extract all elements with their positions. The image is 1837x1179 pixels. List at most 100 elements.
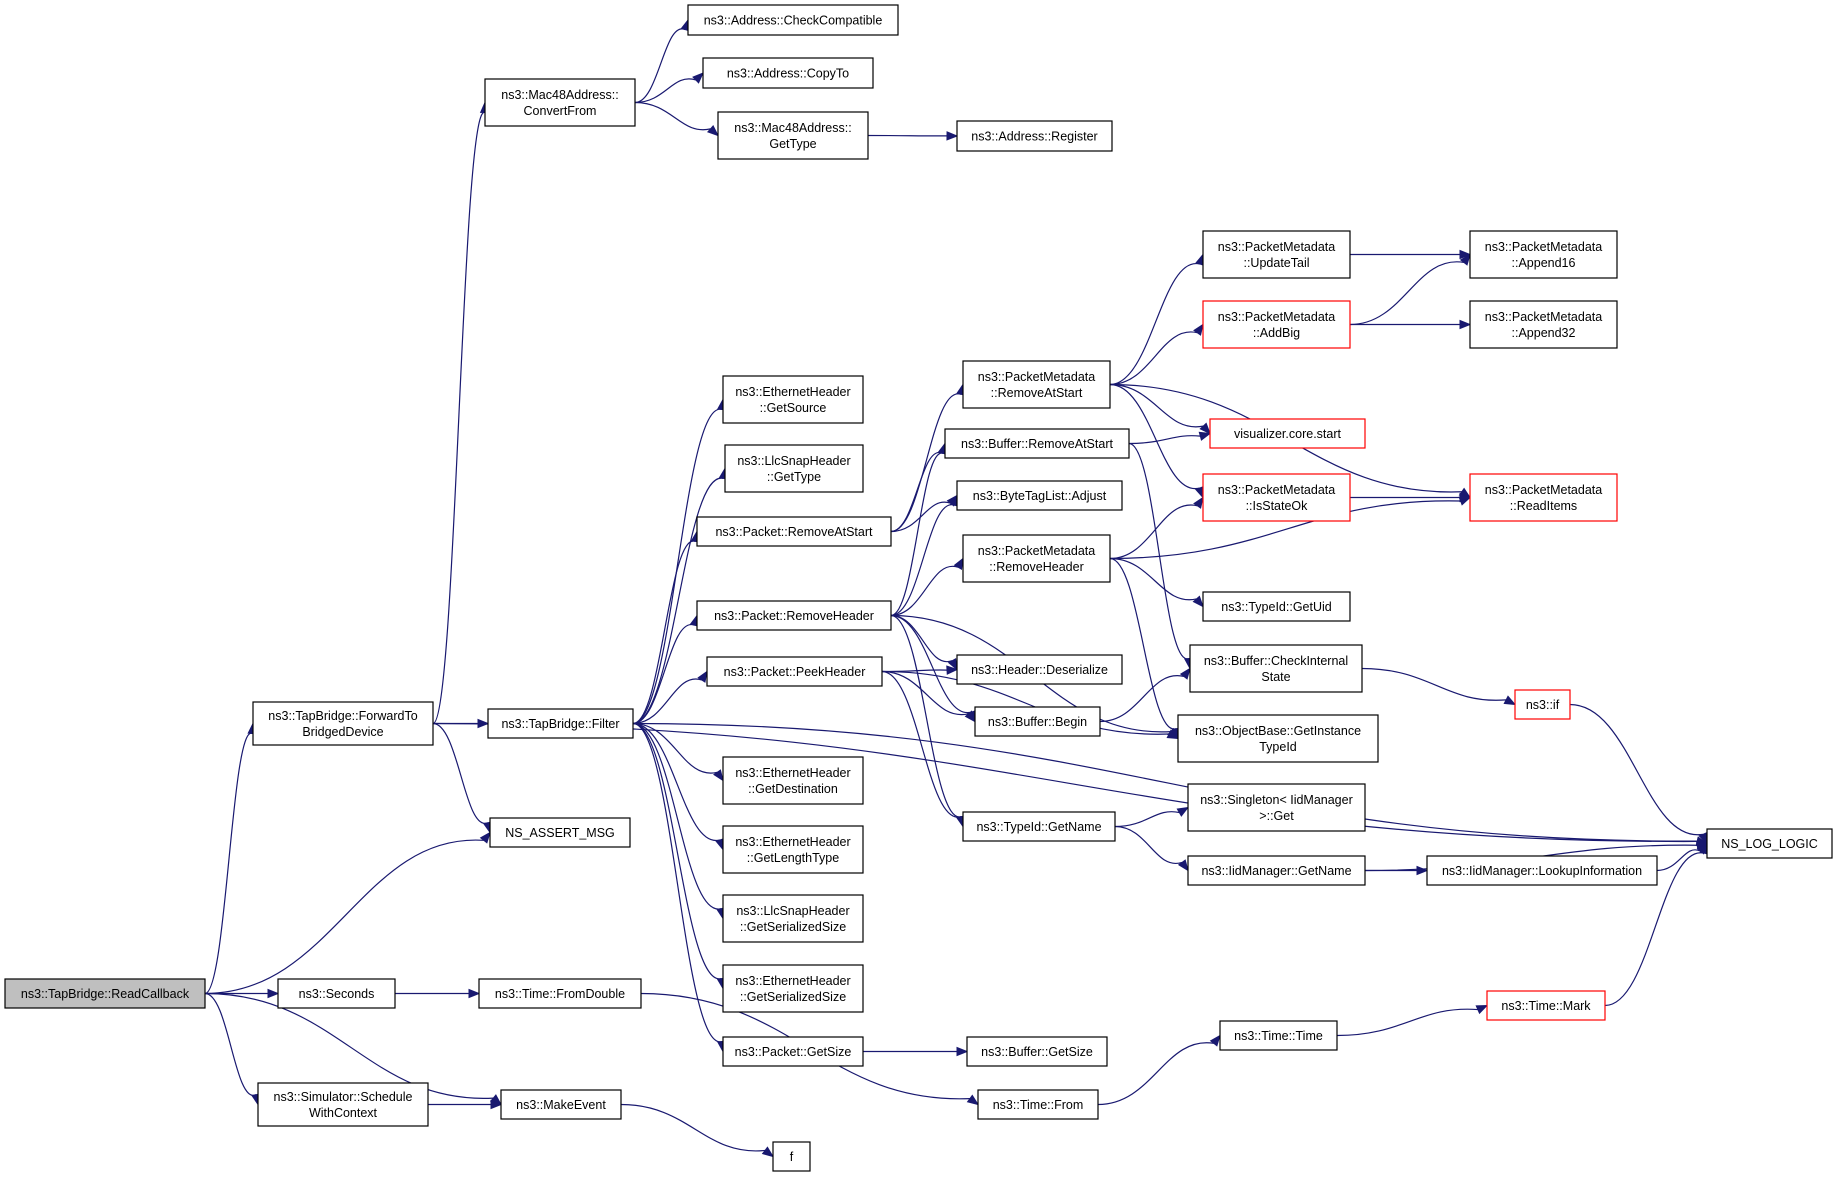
edge-line [1109,557,1177,730]
edge-pmremoveheader-to-pmisstateok [1109,496,1204,560]
graph-node-assertmsg[interactable]: NS_ASSERT_MSG [489,817,631,848]
node-label: visualizer.core.start [1234,427,1342,441]
graph-node-pmaddbig[interactable]: ns3::PacketMetadata::AddBig [1202,300,1351,349]
graph-node-pktgetsize[interactable]: ns3::Packet::GetSize [722,1036,864,1067]
graph-node-bytetagadjust[interactable]: ns3::ByteTagList::Adjust [956,480,1123,511]
graph-node-pktpeekheader[interactable]: ns3::Packet::PeekHeader [706,656,883,687]
graph-node-bufremoveatstart[interactable]: ns3::Buffer::RemoveAtStart [944,428,1130,459]
edge-line [1604,852,1705,1007]
node-label: ns3::Buffer::Begin [988,715,1087,729]
edge-pktpeekheader-to-objbasegetinst [881,670,1180,740]
node-label: ns3::TypeId::GetName [976,820,1101,834]
edge-line [632,678,702,725]
graph-node-fromdouble[interactable]: ns3::Time::FromDouble [478,978,642,1009]
edge-arrowhead [1166,729,1180,740]
edge-arrowhead [692,72,704,84]
edge-arrowhead [1459,319,1472,330]
graph-node-ethserial[interactable]: ns3::EthernetHeader::GetSerializedSize [722,964,864,1013]
graph-node-pmisstateok[interactable]: ns3::PacketMetadata::IsStateOk [1202,473,1351,522]
node-label: ::GetDestination [748,782,838,796]
graph-node-mac48convert[interactable]: ns3::Mac48Address::ConvertFrom [484,78,636,127]
graph-node-headerdeser[interactable]: ns3::Header::Deserialize [956,654,1123,685]
graph-node-readcallback[interactable]: ns3::TapBridge::ReadCallback [4,978,206,1009]
graph-node-pmremoveheader[interactable]: ns3::PacketMetadata::RemoveHeader [962,534,1111,583]
node-box [1706,828,1833,859]
edge-line [1109,383,1204,428]
edge-line [432,722,488,824]
node-box [966,1036,1108,1067]
graph-node-iidlookup[interactable]: ns3::IidManager::LookupInformation [1426,855,1658,886]
graph-node-mac48gettype[interactable]: ns3::Mac48Address::GetType [717,111,869,160]
edge-line [1114,811,1180,828]
edge-line [1349,261,1464,326]
node-label: ns3::PacketMetadata [978,370,1095,384]
graph-node-timemark[interactable]: ns3::Time::Mark [1486,990,1606,1021]
node-label: ns3::PacketMetadata [1485,240,1602,254]
edge-schedule-to-makeevent [427,1099,503,1110]
node-label: ns3::Time::From [993,1098,1084,1112]
graph-node-pmappend32[interactable]: ns3::PacketMetadata::Append32 [1469,300,1618,349]
edge-line [1114,825,1183,865]
graph-node-f[interactable]: f [772,1141,811,1172]
graph-node-seconds[interactable]: ns3::Seconds [277,978,396,1009]
edge-readcallback-to-forwardto [204,722,257,995]
graph-node-ethgetlen[interactable]: ns3::EthernetHeader::GetLengthType [722,825,864,874]
graph-node-ethgetdest[interactable]: ns3::EthernetHeader::GetDestination [722,756,864,805]
graph-node-typeidgetuid[interactable]: ns3::TypeId::GetUid [1202,591,1351,622]
edge-pmremoveatstart-to-pmupdatetail [1109,253,1205,386]
graph-node-typeidgetname[interactable]: ns3::TypeId::GetName [962,811,1116,842]
graph-node-pmupdatetail[interactable]: ns3::PacketMetadata::UpdateTail [1202,230,1351,279]
edge-seconds-to-fromdouble [394,988,481,999]
graph-node-bufbegin[interactable]: ns3::Buffer::Begin [974,706,1101,737]
graph-node-pmreaditems[interactable]: ns3::PacketMetadata::ReadItems [1469,473,1618,522]
edge-arrowhead [1459,249,1472,260]
graph-node-makeevent[interactable]: ns3::MakeEvent [500,1089,622,1120]
graph-node-register[interactable]: ns3::Address::Register [956,120,1113,152]
node-box [478,978,642,1009]
node-label: ::Append32 [1512,326,1576,340]
graph-node-ethgetsource[interactable]: ns3::EthernetHeader::GetSource [722,375,864,424]
node-box [1187,855,1366,886]
graph-node-filter[interactable]: ns3::TapBridge::Filter [487,708,634,739]
graph-node-vizstart[interactable]: visualizer.core.start [1209,418,1366,449]
graph-node-iidgetname[interactable]: ns3::IidManager::GetName [1187,855,1366,886]
edge-line [1569,703,1704,836]
edge-readcallback-to-schedule [204,992,261,1106]
graph-node-checkcompat[interactable]: ns3::Address::CheckCompatible [687,4,899,36]
graph-node-pktremoveheader[interactable]: ns3::Packet::RemoveHeader [696,600,892,631]
edge-line [632,722,721,841]
edge-pmremoveatstart-to-vizstart [1109,383,1211,435]
node-box [956,120,1113,152]
node-label: ns3::Packet::RemoveAtStart [715,525,873,539]
graph-node-pmappend16[interactable]: ns3::PacketMetadata::Append16 [1469,230,1618,279]
node-label: ns3::Time::Mark [1501,999,1591,1013]
node-label: ::GetLengthType [747,851,839,865]
node-label: ns3::Time::FromDouble [495,987,625,1001]
graph-node-llcgettype[interactable]: ns3::LlcSnapHeader::GetType [724,444,864,493]
graph-node-llcserial[interactable]: ns3::LlcSnapHeader::GetSerializedSize [722,894,864,943]
graph-node-pmremoveatstart[interactable]: ns3::PacketMetadata::RemoveAtStart [962,360,1111,409]
edge-pmaddbig-to-pmappend32 [1350,319,1472,330]
edge-bufcheckinternal-to-ns3if [1361,667,1517,706]
graph-node-nsloglogic[interactable]: NS_LOG_LOGIC [1706,828,1833,859]
node-label: ns3::Simulator::Schedule [274,1090,413,1104]
graph-node-timetime[interactable]: ns3::Time::Time [1219,1020,1338,1051]
node-box [487,708,634,739]
edge-filter-to-pktremoveheader [632,614,699,725]
edge-arrowhead [697,670,708,683]
graph-node-bufgetsize[interactable]: ns3::Buffer::GetSize [966,1036,1108,1067]
graph-node-copyto[interactable]: ns3::Address::CopyTo [702,57,874,89]
edge-arrowhead [1199,422,1211,435]
edge-filter-to-ethgetlen [632,722,725,851]
graph-node-singletonget[interactable]: ns3::Singleton< IidManager>::Get [1187,783,1366,832]
node-label: ns3::PacketMetadata [1485,310,1602,324]
graph-node-timefrom[interactable]: ns3::Time::From [977,1089,1099,1120]
edge-line [1099,675,1185,723]
graph-node-ns3if[interactable]: ns3::if [1514,689,1571,720]
edge-line [890,452,943,533]
graph-node-pktremoveatstart[interactable]: ns3::Packet::RemoveAtStart [696,516,892,547]
